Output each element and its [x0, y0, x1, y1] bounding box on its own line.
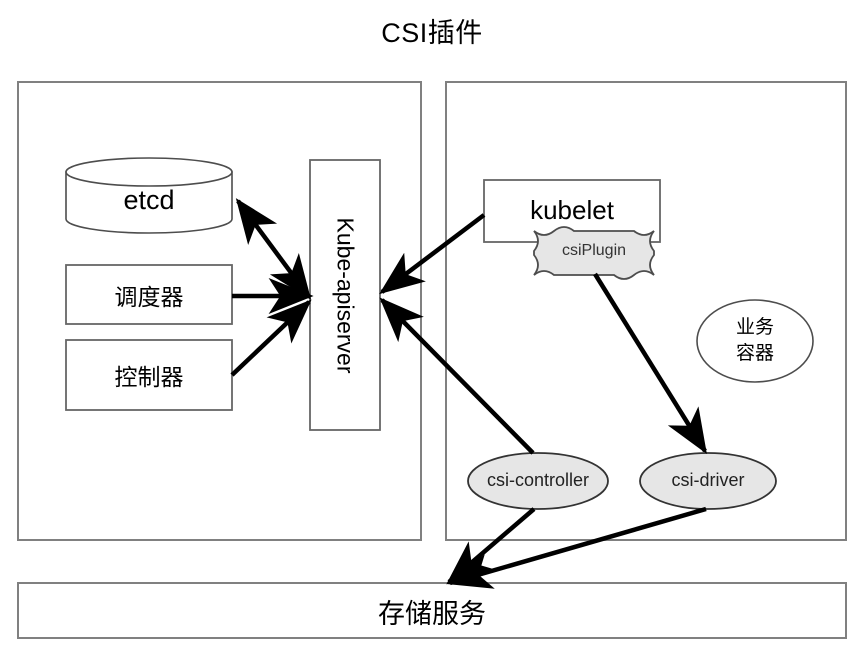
- edge-controller-apiserver: [230, 299, 312, 377]
- node-controller[interactable]: [65, 339, 233, 411]
- node-business-container[interactable]: [696, 299, 814, 383]
- node-etcd[interactable]: [65, 157, 233, 234]
- edge-csiplugin-csi-driver: [593, 272, 707, 455]
- node-scheduler[interactable]: [65, 264, 233, 325]
- edge-kubelet-apiserver: [379, 213, 486, 295]
- edge-csi-driver-storage: [446, 506, 707, 589]
- node-csi-driver[interactable]: [639, 452, 777, 510]
- node-csiplugin[interactable]: [533, 226, 655, 280]
- node-apiserver[interactable]: [309, 159, 381, 431]
- diagram-title: CSI插件: [381, 18, 483, 48]
- node-csi-controller[interactable]: [467, 452, 609, 510]
- edge-csi-controller-apiserver: [379, 297, 535, 455]
- node-storage-service[interactable]: [17, 582, 847, 639]
